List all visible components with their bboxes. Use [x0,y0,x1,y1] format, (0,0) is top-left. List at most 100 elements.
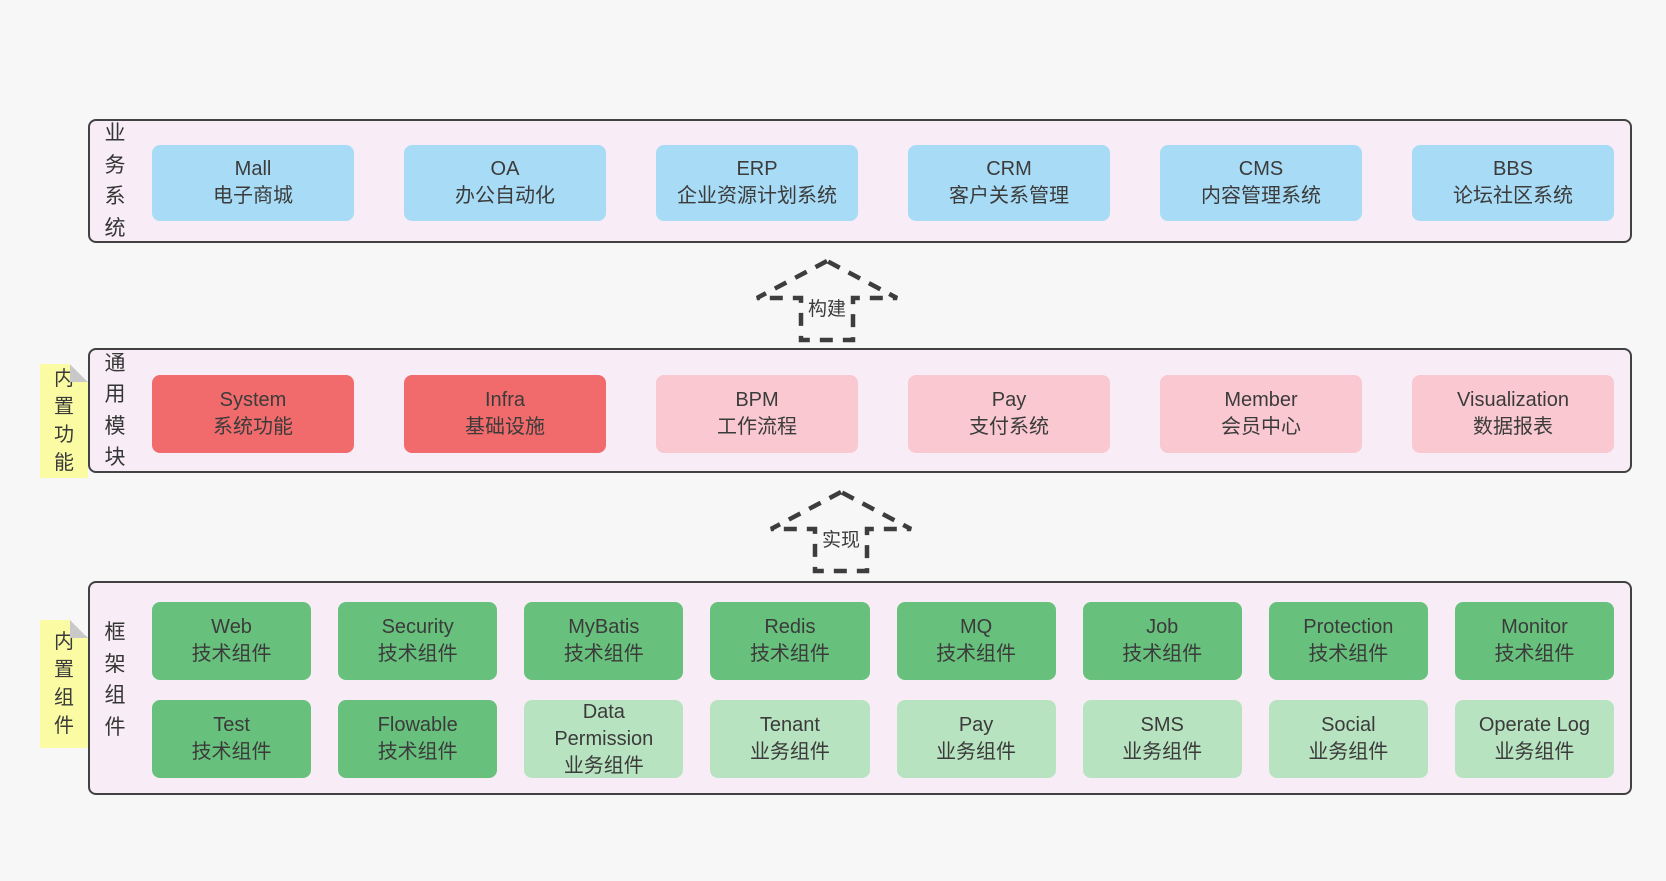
module-box-crm: CRM 客户关系管理 [908,145,1110,221]
module-name: BPM [735,389,779,411]
module-name: Member [1224,389,1298,411]
module-description: 技术组件 [191,643,272,665]
module-name: Infra [484,389,526,411]
module-box-operate-log: Operate Log 业务组件 [1454,700,1614,778]
module-box-mall: Mall 电子商城 [152,145,354,221]
module-description: 业务组件 [1122,741,1203,763]
arrow-implement-label: 实现 [818,524,864,553]
module-description: 支付系统 [969,416,1049,438]
module-description: 技术组件 [1308,643,1389,665]
module-box-bpm: BPM 工作流程 [656,375,858,453]
module-name: Test [213,714,250,736]
module-box-security: Security 技术组件 [338,602,498,680]
module-box-member: Member 会员中心 [1160,375,1362,453]
module-name: Web [211,616,252,638]
module-name: Mall [234,158,272,180]
box-row: Test 技术组件 Flowable 技术组件 Data Permission 业务组件 T… [152,700,1614,778]
module-description: 企业资源计划系统 [677,185,837,207]
module-box-pay: Pay 业务组件 [896,700,1056,778]
module-name: Flowable [377,714,458,736]
module-description: 工作流程 [717,416,797,438]
band-framework-components: 框架组件 Web 技术组件 Security 技术组件 MyBatis 技术组件 Redis… [88,581,1632,795]
module-box-system: System 系统功能 [152,375,354,453]
module-name: SMS [1140,714,1184,736]
module-box-oa: OA 办公自动化 [404,145,606,221]
module-description: 技术组件 [1494,643,1575,665]
module-box-flowable: Flowable 技术组件 [338,700,498,778]
module-description: 业务组件 [1494,741,1575,763]
module-name: Data Permission [554,700,654,750]
module-description: 技术组件 [563,643,644,665]
folded-corner-icon [70,620,88,638]
module-box-pay: Pay 支付系统 [908,375,1110,453]
module-name: BBS [1492,158,1534,180]
module-description: 技术组件 [377,643,458,665]
sticky-note-text: 内置功能 [54,368,74,474]
module-name: Job [1146,616,1179,638]
sticky-note-built-in-components: 内置组件 [40,620,88,748]
module-box-data-permission: Data Permission 业务组件 [524,700,684,778]
arrow-implement-icon [769,489,913,574]
module-description: 电子商城 [213,185,293,207]
module-name: Monitor [1501,616,1568,638]
band-label-framework-components: 框架组件 [104,621,126,739]
module-box-visualization: Visualization 数据报表 [1412,375,1614,453]
module-description: 办公自动化 [455,185,555,207]
module-name: Pay [991,389,1027,411]
module-name: Social [1321,714,1376,736]
band-label-business-systems: 业务系统 [104,122,126,240]
module-description: 业务组件 [749,741,830,763]
module-box-protection: Protection 技术组件 [1268,602,1428,680]
module-description: 业务组件 [936,741,1017,763]
module-name: Protection [1303,616,1394,638]
module-box-mq: MQ 技术组件 [896,602,1056,680]
module-description: 内容管理系统 [1201,185,1321,207]
arrow-build-label: 构建 [804,293,850,322]
module-box-test: Test 技术组件 [152,700,312,778]
module-name: Tenant [759,714,820,736]
folded-corner-icon [70,364,88,382]
band-business-systems: 业务系统 Mall 电子商城 OA 办公自动化 ERP 企业资源计划系统 CRM 客户关系管理… [88,119,1632,243]
module-description: 技术组件 [191,741,272,763]
module-name: Security [381,616,454,638]
module-description: 系统功能 [213,416,293,438]
module-description: 技术组件 [377,741,458,763]
module-name: Redis [764,616,816,638]
module-name: MQ [959,616,993,638]
module-box-web: Web 技术组件 [152,602,312,680]
module-name: ERP [736,158,778,180]
module-name: OA [490,158,520,180]
module-description: 客户关系管理 [949,185,1069,207]
module-name: Visualization [1457,389,1569,411]
module-name: Operate Log [1478,714,1591,736]
module-description: 业务组件 [1308,741,1389,763]
band-label-common-modules: 通用模块 [104,351,126,470]
module-name: CRM [986,158,1032,180]
sticky-note-text: 内置组件 [54,631,74,737]
module-description: 技术组件 [936,643,1017,665]
module-box-mybatis: MyBatis 技术组件 [524,602,684,680]
module-name: MyBatis [568,616,640,638]
module-description: 业务组件 [563,754,644,777]
module-name: System [219,389,287,411]
module-box-monitor: Monitor 技术组件 [1454,602,1614,680]
module-box-sms: SMS 业务组件 [1082,700,1242,778]
arrow-build-icon [755,258,899,343]
module-description: 技术组件 [749,643,830,665]
module-box-erp: ERP 企业资源计划系统 [656,145,858,221]
module-description: 数据报表 [1473,416,1553,438]
module-box-social: Social 业务组件 [1268,700,1428,778]
module-name: Pay [958,714,994,736]
module-description: 会员中心 [1221,416,1301,438]
